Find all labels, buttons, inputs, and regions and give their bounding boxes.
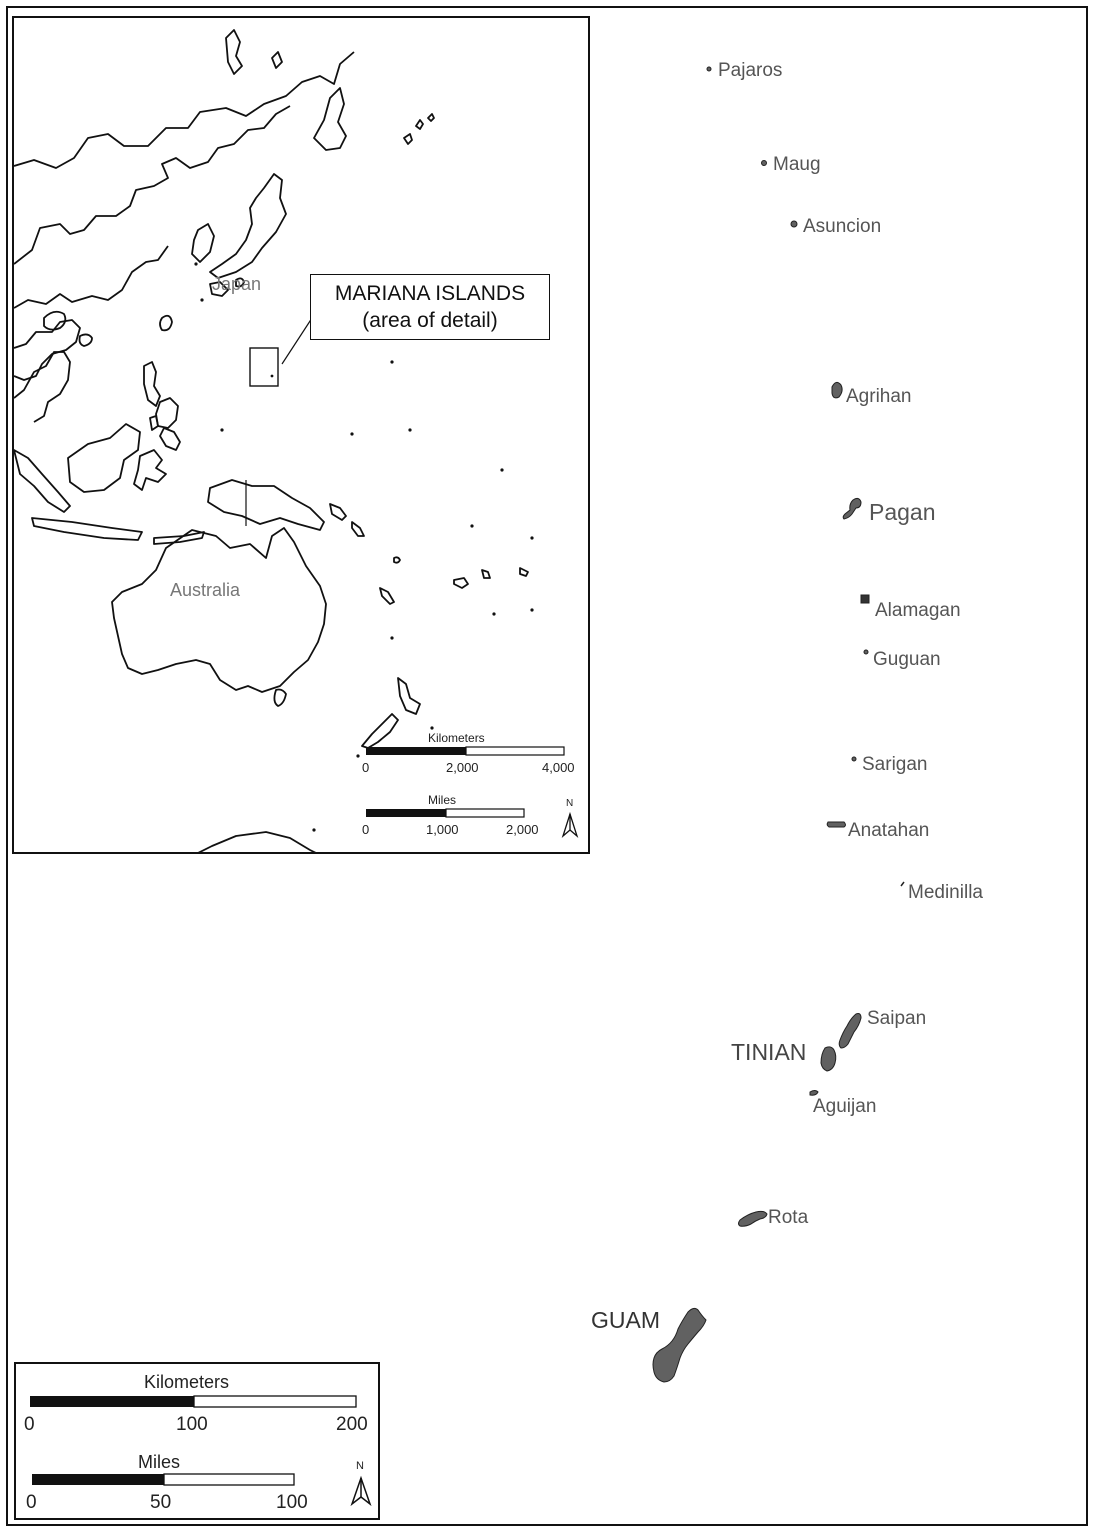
inset-label-japan: Japan: [212, 274, 262, 294]
island-label-asuncion: Asuncion: [803, 216, 882, 237]
island-pagan-shape: [842, 497, 862, 520]
island-label-rota: Rota: [768, 1207, 809, 1228]
main-scalebars: [30, 1395, 372, 1507]
map-frame: [6, 6, 1088, 1526]
island-tinian-shape: [820, 1046, 837, 1072]
inset-coastlines: [14, 29, 534, 852]
island-label-tinian: TINIAN: [731, 1039, 807, 1065]
island-label-anatahan: Anatahan: [848, 820, 930, 841]
island-label-alamagan: Alamagan: [875, 600, 961, 621]
main-scale-legend: Kilometers 0 100 200 Miles 0 50 100 N: [14, 1362, 380, 1520]
island-label-saipan: Saipan: [867, 1008, 927, 1029]
main-km-tick-0: 0: [24, 1414, 35, 1435]
main-mi-tick-1: 50: [150, 1492, 172, 1513]
main-mi-tick-0: 0: [26, 1492, 37, 1513]
main-mi-unit: Miles: [138, 1452, 181, 1472]
main-mi-tick-2: 100: [276, 1492, 308, 1513]
island-anatahan-shape: [826, 821, 846, 828]
inset-km-tick-2: 4,000: [542, 760, 575, 775]
inset-km-tick-0: 0: [362, 760, 370, 775]
main-km-tick-2: 200: [336, 1414, 368, 1435]
island-guam-shape: [652, 1307, 707, 1383]
island-medinilla-shape: [900, 881, 905, 887]
inset-overview-map: Japan Australia MARIANA ISLANDS (area of…: [12, 16, 590, 854]
island-aguijan-shape: [809, 1090, 819, 1096]
island-saipan-shape: [838, 1013, 862, 1049]
inset-km-scalebar: [366, 746, 579, 838]
area-of-detail-callout: MARIANA ISLANDS (area of detail): [310, 274, 550, 340]
island-label-maug: Maug: [773, 154, 821, 175]
island-maug-shape: [761, 160, 767, 166]
main-km-unit: Kilometers: [144, 1372, 230, 1392]
island-pajaros-shape: [706, 66, 712, 72]
island-label-agrihan: Agrihan: [846, 386, 912, 407]
inset-mi-tick-0: 0: [362, 822, 370, 837]
island-rota-shape: [738, 1210, 768, 1227]
callout-subtitle: (area of detail): [362, 309, 498, 332]
island-asuncion-shape: [790, 220, 798, 228]
island-label-pagan: Pagan: [869, 499, 936, 525]
island-label-pajaros: Pajaros: [718, 60, 783, 81]
inset-km-unit: Kilometers: [428, 731, 485, 745]
island-label-guam: GUAM: [591, 1307, 660, 1333]
main-north-label: N: [356, 1460, 364, 1472]
island-sarigan-shape: [851, 756, 857, 762]
island-label-sarigan: Sarigan: [862, 754, 928, 775]
island-agrihan-shape: [831, 381, 843, 399]
callout-title: MARIANA ISLANDS: [334, 282, 526, 305]
island-guguan-shape: [863, 649, 869, 655]
inset-label-australia: Australia: [170, 580, 241, 600]
island-label-medinilla: Medinilla: [908, 882, 983, 903]
inset-mi-tick-2: 2,000: [506, 822, 539, 837]
island-label-aguijan: Aguijan: [813, 1096, 877, 1117]
inset-mi-tick-1: 1,000: [426, 822, 459, 837]
area-of-detail-box: [249, 347, 279, 387]
island-alamagan-shape: [860, 594, 870, 604]
inset-north-label: N: [566, 798, 574, 809]
inset-km-tick-1: 2,000: [446, 760, 479, 775]
main-km-tick-1: 100: [176, 1414, 208, 1435]
inset-mi-unit: Miles: [428, 793, 457, 807]
island-label-guguan: Guguan: [873, 649, 941, 670]
